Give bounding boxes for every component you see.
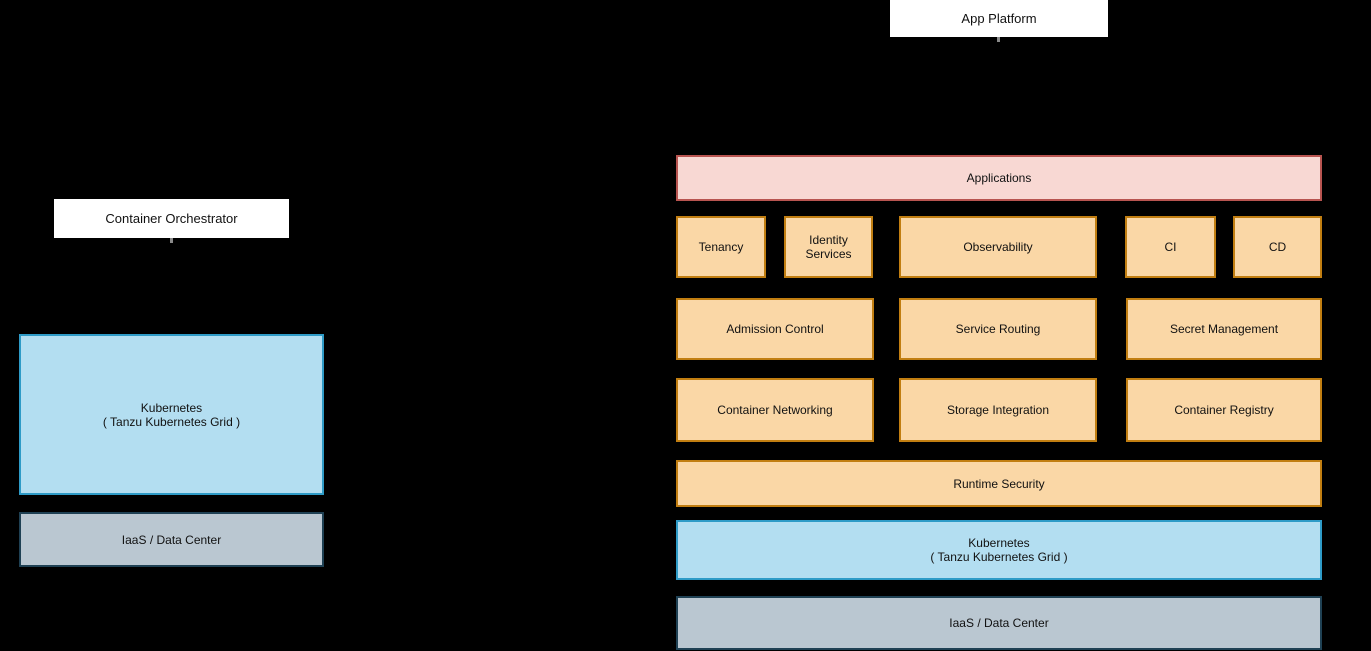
observability-label: Observability (963, 240, 1033, 254)
iaas-label-right: IaaS / Data Center (949, 616, 1049, 630)
identity-services-box: Identity Services (784, 216, 873, 278)
connector-stub (997, 37, 1000, 42)
ci-label: CI (1164, 240, 1177, 254)
runtime-security-label: Runtime Security (953, 476, 1045, 491)
applications-label: Applications (966, 171, 1032, 185)
admission-control-box: Admission Control (676, 298, 874, 360)
container-registry-box: Container Registry (1126, 378, 1322, 442)
app-platform-title-box: App Platform (890, 0, 1108, 37)
kubernetes-box-right: Kubernetes ( Tanzu Kubernetes Grid ) (676, 520, 1322, 580)
storage-integration-box: Storage Integration (899, 378, 1097, 442)
ci-box: CI (1125, 216, 1216, 278)
container-registry-label: Container Registry (1174, 403, 1274, 417)
iaas-label-left: IaaS / Data Center (121, 532, 222, 547)
iaas-box-left: IaaS / Data Center (19, 512, 324, 567)
storage-integration-label: Storage Integration (946, 403, 1050, 417)
service-routing-box: Service Routing (899, 298, 1097, 360)
secret-management-label: Secret Management (1169, 322, 1279, 336)
app-platform-title-label: App Platform (961, 10, 1037, 26)
admission-control-label: Admission Control (726, 322, 824, 336)
identity-services-label: Identity Services (805, 233, 852, 261)
applications-box: Applications (676, 155, 1322, 201)
tenancy-label: Tenancy (698, 240, 744, 254)
runtime-security-box: Runtime Security (676, 460, 1322, 507)
kubernetes-label-left: Kubernetes ( Tanzu Kubernetes Grid ) (102, 400, 241, 429)
secret-management-box: Secret Management (1126, 298, 1322, 360)
cd-box: CD (1233, 216, 1322, 278)
tenancy-box: Tenancy (676, 216, 766, 278)
container-orchestrator-title-box: Container Orchestrator (54, 199, 289, 238)
observability-box: Observability (899, 216, 1097, 278)
cd-label: CD (1268, 240, 1287, 254)
kubernetes-box-left: Kubernetes ( Tanzu Kubernetes Grid ) (19, 334, 324, 495)
service-routing-label: Service Routing (955, 322, 1041, 336)
kubernetes-label-right: Kubernetes ( Tanzu Kubernetes Grid ) (930, 536, 1068, 564)
container-networking-box: Container Networking (676, 378, 874, 442)
connector-stub (170, 238, 173, 243)
iaas-box-right: IaaS / Data Center (676, 596, 1322, 650)
container-networking-label: Container Networking (717, 403, 833, 417)
container-orchestrator-title-label: Container Orchestrator (105, 210, 238, 226)
